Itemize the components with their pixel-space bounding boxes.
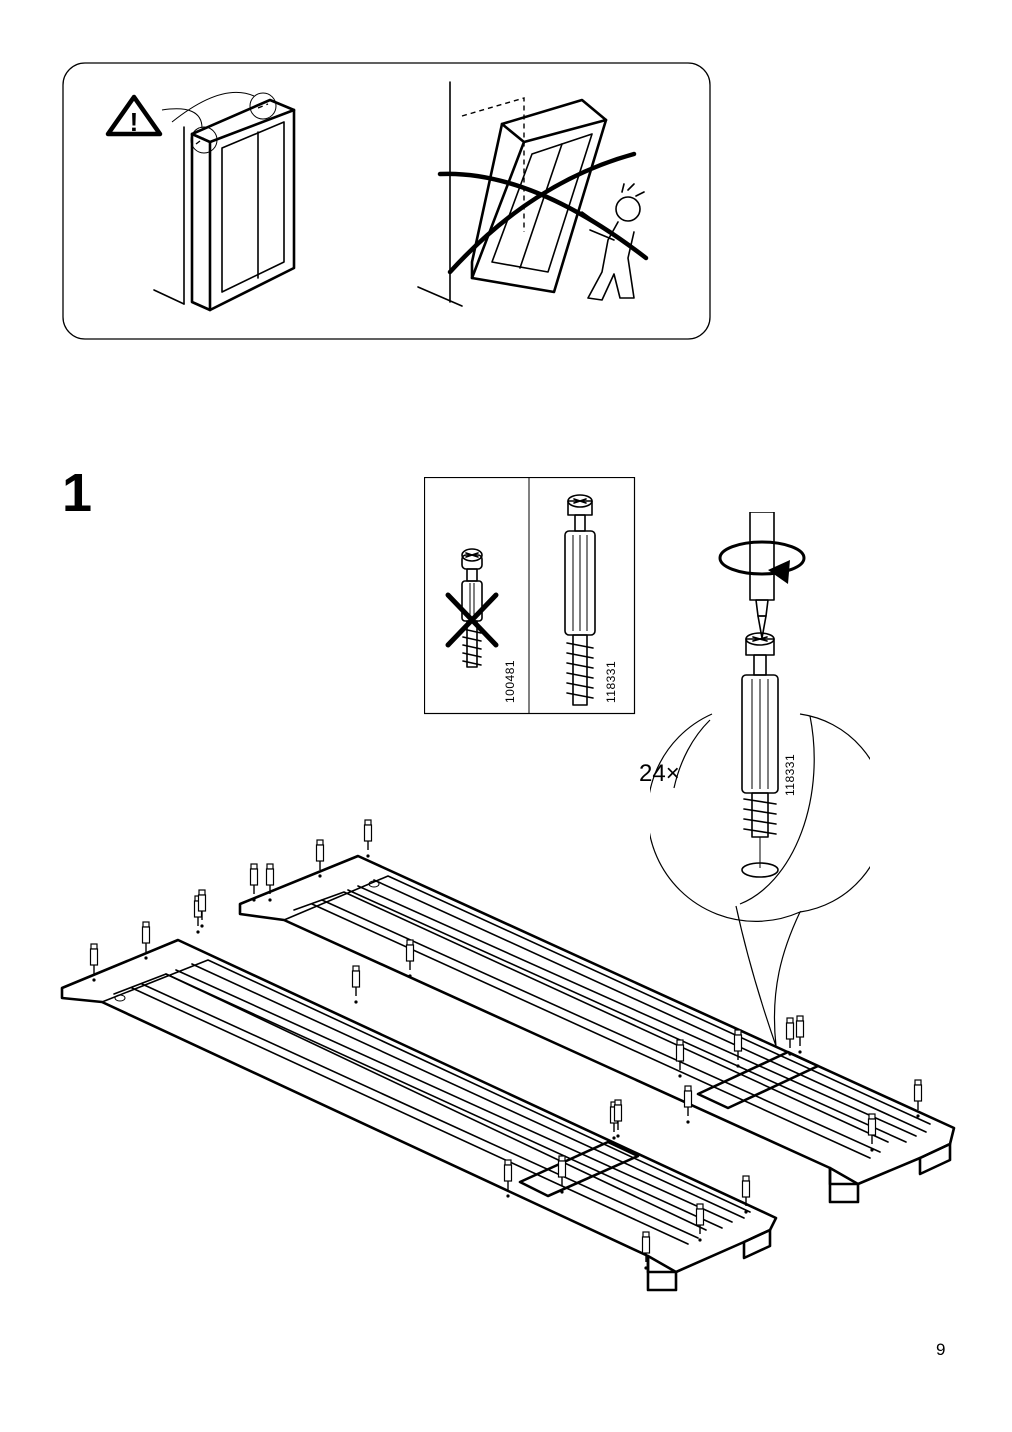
dowel-pin [503, 1159, 513, 1198]
rail-back [238, 854, 956, 1204]
warning-triangle-icon: ! [105, 94, 163, 137]
dowel-pin [641, 1231, 651, 1270]
dowel-pin [249, 863, 259, 902]
rotate-clockwise-icon [718, 540, 806, 584]
dowel-correct [564, 494, 596, 706]
dowel-pin [795, 1015, 805, 1054]
dowel-pin [913, 1079, 923, 1118]
rail-assembly [58, 812, 958, 1302]
dowel-pin [695, 1203, 705, 1242]
dowel-pin [141, 921, 151, 960]
dowel-pins [89, 819, 923, 1270]
dowel-pin [733, 1029, 743, 1068]
dowel-pin [741, 1175, 751, 1214]
page-number: 9 [936, 1340, 946, 1359]
dowel-pin [89, 943, 99, 982]
dowel-pin [315, 839, 325, 878]
safety-illustration: ! [62, 62, 711, 340]
wrong-part-code: 100481 [503, 660, 517, 703]
dowel-pin [683, 1085, 693, 1124]
correct-part-code: 118331 [604, 661, 618, 703]
dowel-detail-part [741, 632, 779, 838]
dowel-pin [405, 939, 415, 978]
dowel-pin [351, 965, 361, 1004]
safety-panel: ! [62, 62, 712, 342]
dowel-pin [197, 889, 207, 928]
detail-part-code: 118331 [783, 754, 797, 796]
dowel-pin [265, 863, 275, 902]
step-number: 1 [62, 463, 93, 523]
dowel-wrong [461, 548, 483, 668]
dowel-pin [557, 1155, 567, 1194]
screwdriver-icon [749, 512, 775, 639]
dowel-detail: 118331 [650, 512, 870, 912]
dowel-pin [613, 1099, 623, 1138]
dowel-pin [867, 1113, 877, 1152]
cabinet-correct [190, 98, 296, 312]
rail-front [60, 938, 778, 1292]
dowel-pin [785, 1017, 795, 1056]
wrong-cross-icon [445, 592, 499, 648]
drill-hole [741, 862, 779, 878]
warning-mark: ! [130, 107, 139, 137]
hardware-comparison-box: 100481 118331 [424, 477, 636, 715]
detail-callout [650, 700, 870, 1060]
dowel-pin [363, 819, 373, 858]
dowel-pin [675, 1039, 685, 1078]
